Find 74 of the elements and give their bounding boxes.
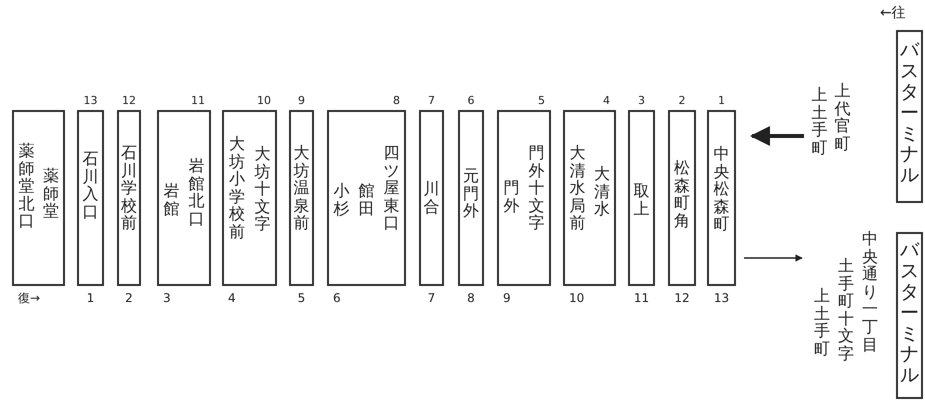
arrow <box>750 126 804 146</box>
bus-stop-box <box>289 110 314 286</box>
stop-number: 11 <box>632 292 650 304</box>
stop-name: 石川学校前 <box>121 144 137 232</box>
bus-stop-box <box>77 110 104 286</box>
stop-name: 川合 <box>424 180 440 216</box>
bus-stop-box <box>222 110 277 286</box>
stop-number: 5 <box>296 292 306 304</box>
stop-number: 復→ <box>18 292 42 304</box>
stop-name: 岩館 <box>164 182 180 218</box>
stop-number: 4 <box>602 95 610 106</box>
stop-name: 取上 <box>634 182 650 218</box>
stop-number: 12 <box>673 292 691 304</box>
stop-number: 2 <box>124 292 134 304</box>
bus-stop-box <box>668 110 696 286</box>
stop-number: 8 <box>466 292 476 304</box>
terminal-name: バスターミナル <box>900 240 919 386</box>
stop-name: 小杉 <box>334 182 350 218</box>
stop-number: 12 <box>121 95 137 106</box>
bus-stop-box <box>12 110 65 286</box>
stop-name: 大坊十文字 <box>254 145 270 233</box>
stop-number: 2 <box>678 95 686 106</box>
stop-number: 8 <box>392 95 400 106</box>
stop-number: 9 <box>503 292 512 304</box>
stop-name: 薬師堂北口 <box>18 142 34 230</box>
stop-number: 3 <box>163 292 172 304</box>
terminal-box <box>896 30 923 203</box>
stop-name: 上土手町 <box>812 86 828 156</box>
stop-name: 薬師堂 <box>42 167 59 220</box>
stop-name: 土手町十文字 <box>838 257 854 363</box>
bus-stop-box <box>327 110 406 286</box>
bus-stop-box <box>157 110 211 286</box>
stop-name: 門外 <box>504 179 520 214</box>
stop-number: 7 <box>427 95 436 106</box>
bus-stop-box <box>419 110 444 286</box>
stop-name: 四ツ屋東口 <box>384 144 400 232</box>
stop-number: 13 <box>712 292 730 304</box>
stop-number: 9 <box>297 95 306 106</box>
stop-name: 大坊温泉前 <box>294 144 310 232</box>
stop-name: 中央通り一丁目 <box>862 230 878 354</box>
stop-number: 5 <box>537 95 545 106</box>
stop-number: 13 <box>82 95 98 106</box>
stop-name: 上代官町 <box>834 82 850 152</box>
stop-name: 大坊小学校前 <box>228 135 245 241</box>
direction-note: ←往 <box>880 6 906 20</box>
bus-stop-box <box>497 110 551 286</box>
stop-number: 6 <box>466 95 476 106</box>
arrow <box>744 254 803 262</box>
stop-name: 大清水 <box>594 165 610 218</box>
bus-stop-box <box>117 110 141 286</box>
stop-name: 館田 <box>358 182 374 218</box>
stop-name: 岩館北口 <box>188 157 204 228</box>
bus-stop-box <box>628 110 655 286</box>
stop-number: 1 <box>717 95 726 106</box>
bus-stop-box <box>563 110 616 286</box>
bus-stop-box <box>707 110 736 286</box>
stop-number: 3 <box>637 95 646 106</box>
stop-name: 大清水局前 <box>569 144 586 232</box>
terminal-name: バスターミナル <box>900 40 919 186</box>
stop-number: 10 <box>569 292 586 304</box>
stop-name: 中央松森町 <box>714 145 730 233</box>
stop-number: 11 <box>190 95 205 106</box>
stop-name: 門外十文字 <box>528 144 544 232</box>
stop-number: 1 <box>86 292 96 304</box>
stop-number: 6 <box>333 292 342 304</box>
stop-number: 4 <box>228 292 237 304</box>
stop-number: 7 <box>426 292 436 304</box>
stop-number: 10 <box>256 95 271 106</box>
stop-name: 松森町角 <box>674 159 690 230</box>
stop-name: 上土手町 <box>814 287 830 358</box>
terminal-box <box>896 232 923 399</box>
stop-name: 石川入口 <box>82 150 98 220</box>
stop-name: 元門外 <box>463 167 479 220</box>
bus-stop-box <box>458 110 484 286</box>
